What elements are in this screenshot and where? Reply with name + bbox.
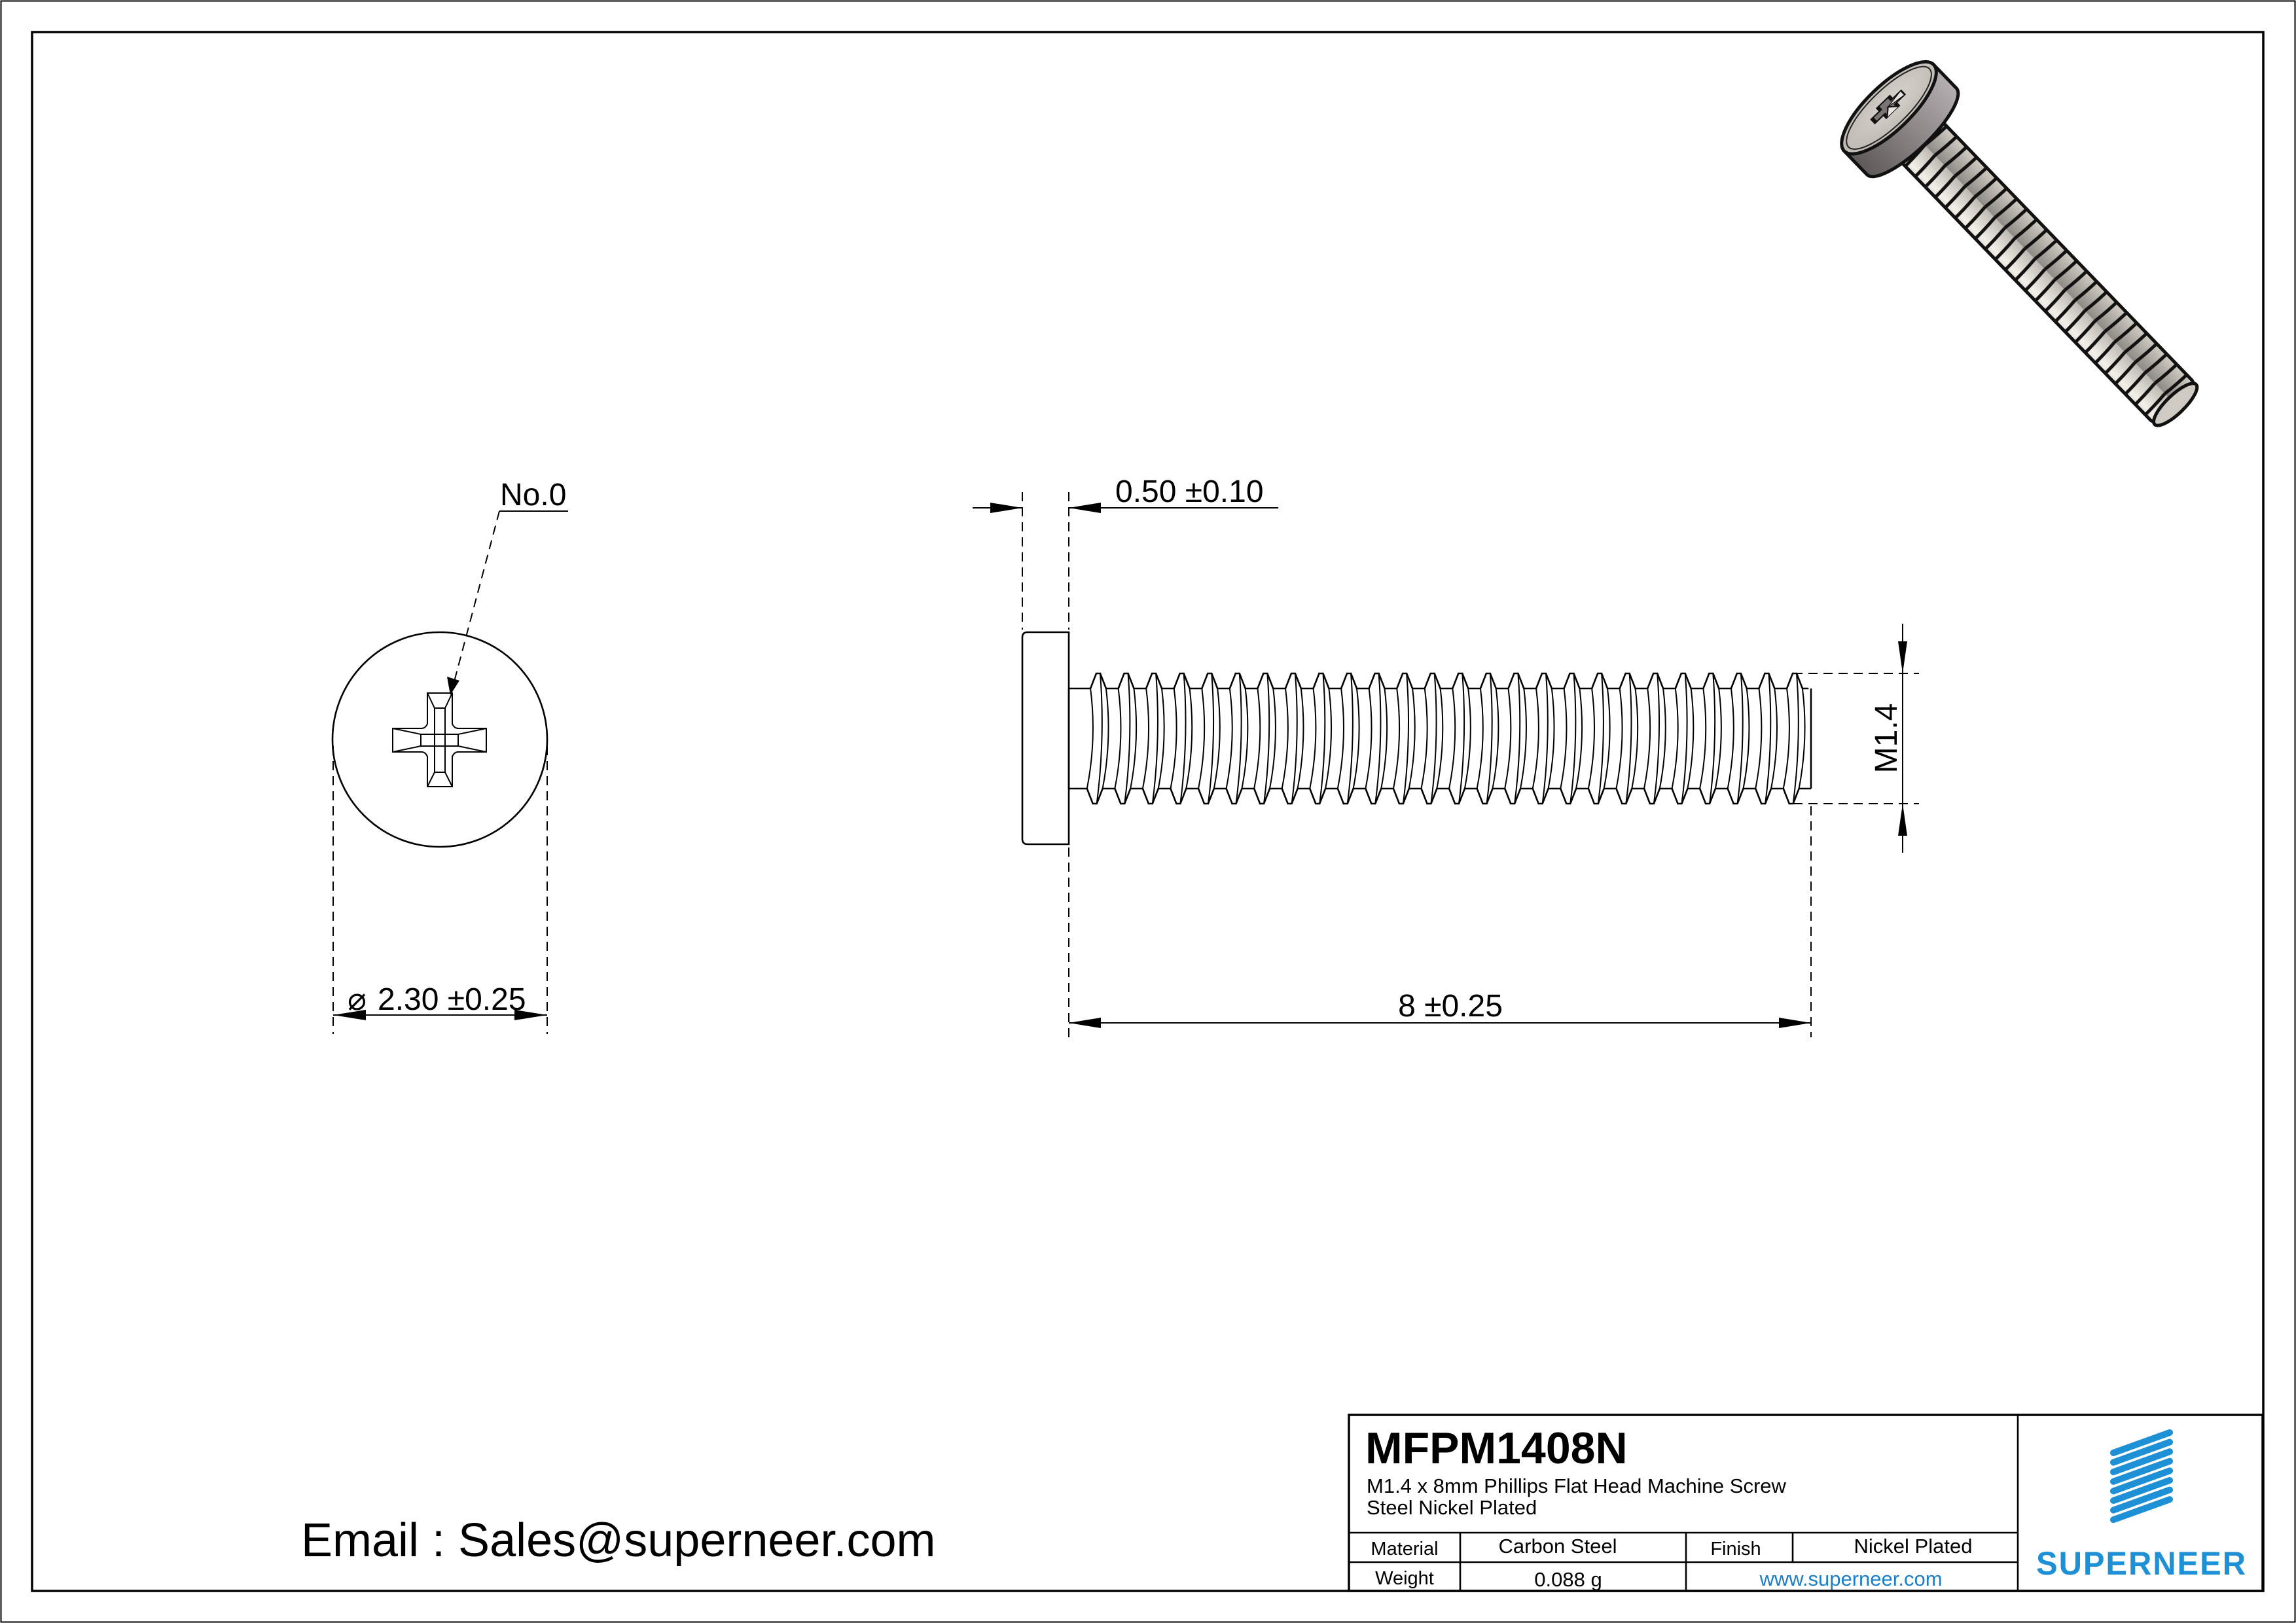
finish-value: Nickel Plated (1854, 1535, 1973, 1558)
contact-email-link[interactable]: Email : Sales@superneer.com (301, 1514, 936, 1567)
material-label: Material (1371, 1539, 1438, 1560)
diameter-arrow-right (514, 1010, 547, 1020)
part-description-line2: Steel Nickel Plated (1367, 1496, 1537, 1519)
thread-arrow-top (1898, 641, 1907, 673)
diameter-arrow-left (333, 1010, 366, 1020)
website-link[interactable]: www.superneer.com (1759, 1567, 1942, 1590)
head-height-arrow-left (990, 503, 1022, 513)
title-block: MFPM1408N M1.4 x 8mm Phillips Flat Head … (1348, 1414, 2264, 1592)
part-number-title: MFPM1408N (1365, 1423, 1628, 1473)
weight-value: 0.088 g (1534, 1568, 1602, 1591)
title-block-border (1348, 1414, 2264, 1592)
head-height-value: 0.50 ±0.10 (1115, 474, 1264, 509)
thread-arrow-bottom (1898, 804, 1907, 836)
phillips-recess-icon (392, 692, 487, 787)
diameter-value: 2.30 ±0.25 (378, 982, 526, 1017)
drive-callout-label: No.0 (500, 478, 566, 512)
weight-label: Weight (1375, 1568, 1434, 1589)
brand-wordmark: SUPERNEER (2036, 1545, 2247, 1582)
finish-label: Finish (1710, 1539, 1761, 1560)
length-arrow-right (1779, 1018, 1811, 1028)
side-view: 0.50 ±0.10 M1.4 8 ±0.25 (973, 474, 1919, 1037)
length-arrow-left (1069, 1018, 1101, 1028)
thread-size-value: M1.4 (1869, 704, 1904, 774)
screw-3d-icon (1840, 60, 2199, 427)
superneer-striped-logo-icon (2110, 1429, 2173, 1524)
drive-leader-line (453, 510, 500, 685)
thread-body (1067, 672, 1811, 805)
part-description-line1: M1.4 x 8mm Phillips Flat Head Machine Sc… (1367, 1474, 1787, 1497)
head-height-arrow-right (1069, 503, 1101, 513)
material-value: Carbon Steel (1499, 1535, 1617, 1558)
head-profile (1021, 631, 1070, 846)
head-outline (331, 631, 548, 848)
length-value: 8 ±0.25 (1398, 989, 1503, 1024)
diameter-symbol-icon: ⌀ (348, 982, 367, 1017)
drive-leader-arrow (447, 677, 459, 695)
front-view: No.0 ⌀ 2.30 ±0.25 (331, 478, 568, 1034)
inner-frame (31, 31, 2265, 1592)
